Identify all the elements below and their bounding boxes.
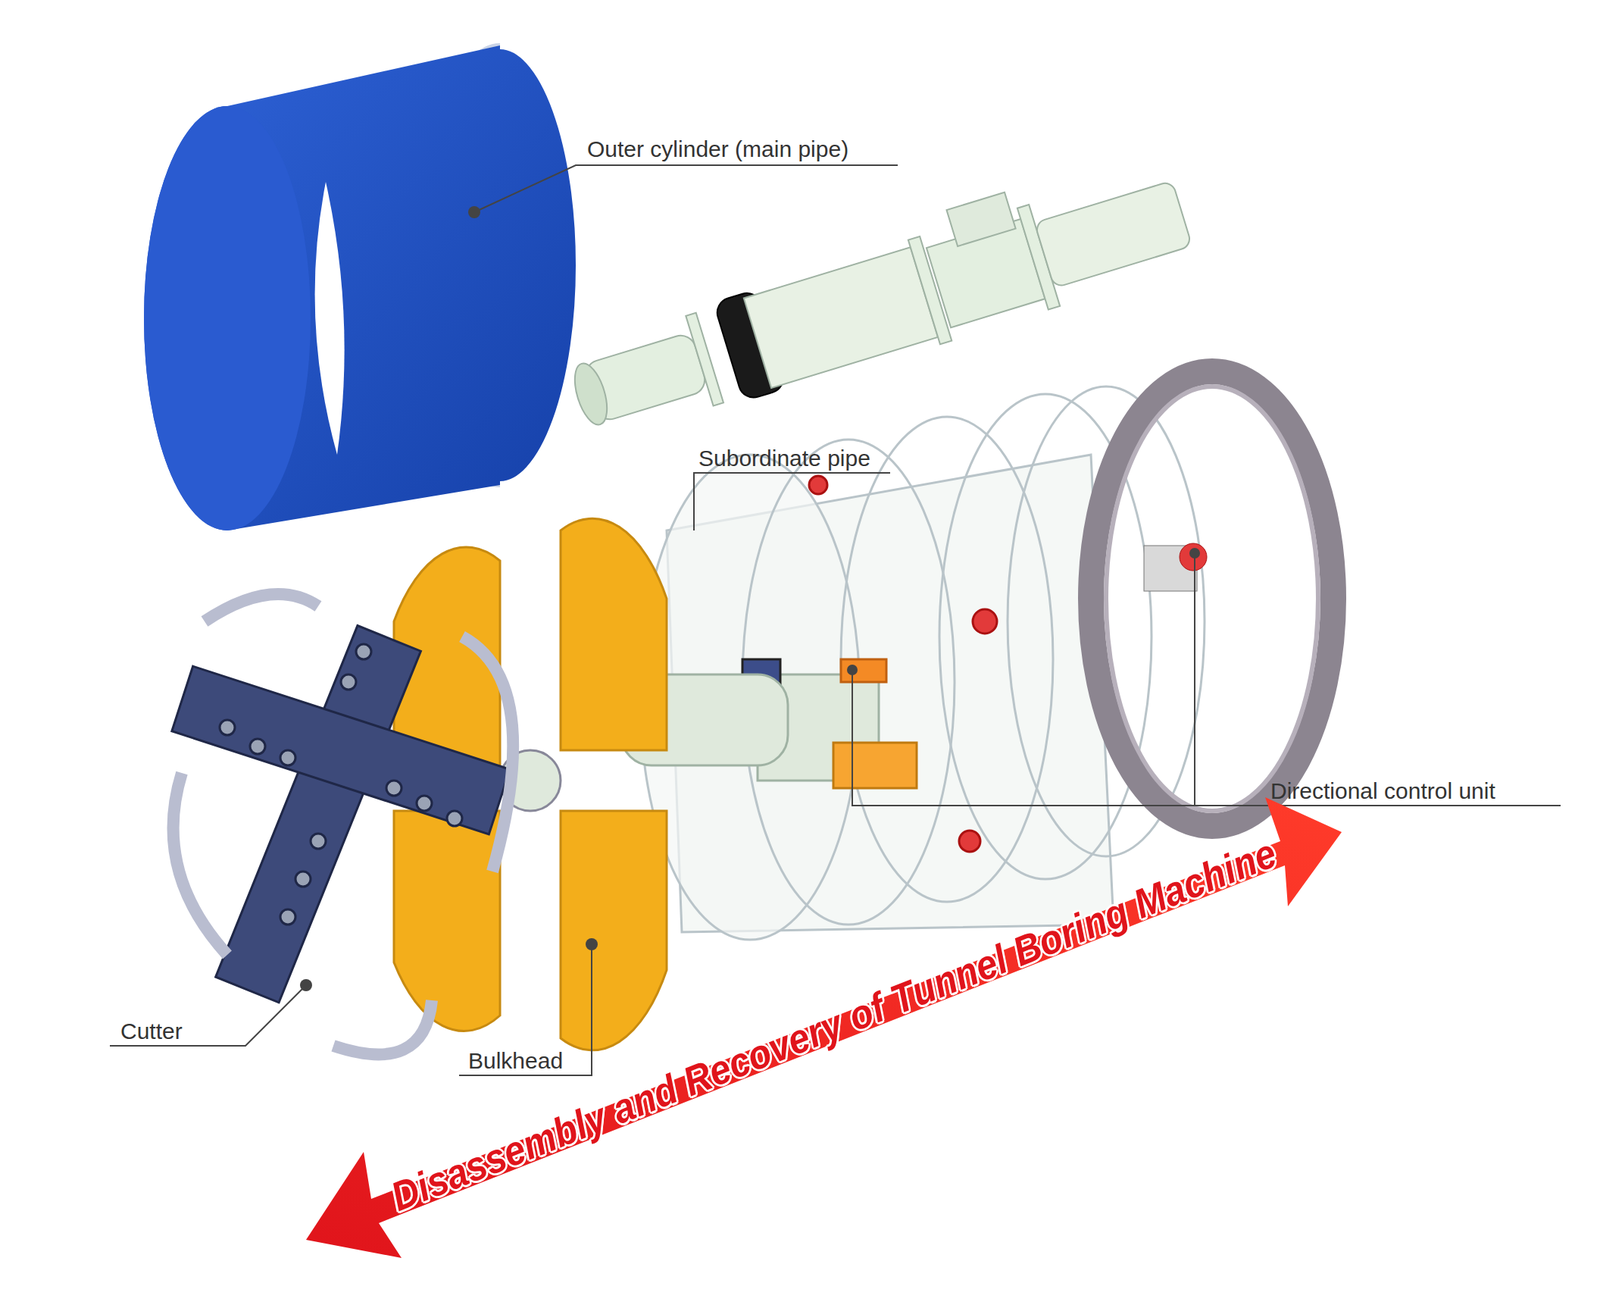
leader-lines <box>109 165 1561 1075</box>
rear-ring <box>1090 371 1334 826</box>
red-double-arrow <box>306 796 1342 1258</box>
cutter <box>171 625 510 1003</box>
cutter-arcs <box>173 593 514 1054</box>
outer-cylinder <box>143 45 580 531</box>
leader-dots <box>300 206 1200 991</box>
part-label: Bulkhead <box>468 1047 563 1073</box>
part-label: Directional control unit <box>1270 778 1496 804</box>
part-label: Cutter <box>120 1018 183 1044</box>
discharge-pipes <box>556 144 1198 451</box>
part-label: Outer cylinder (main pipe) <box>587 136 849 162</box>
part-label: Subordinate pipe <box>698 445 871 471</box>
